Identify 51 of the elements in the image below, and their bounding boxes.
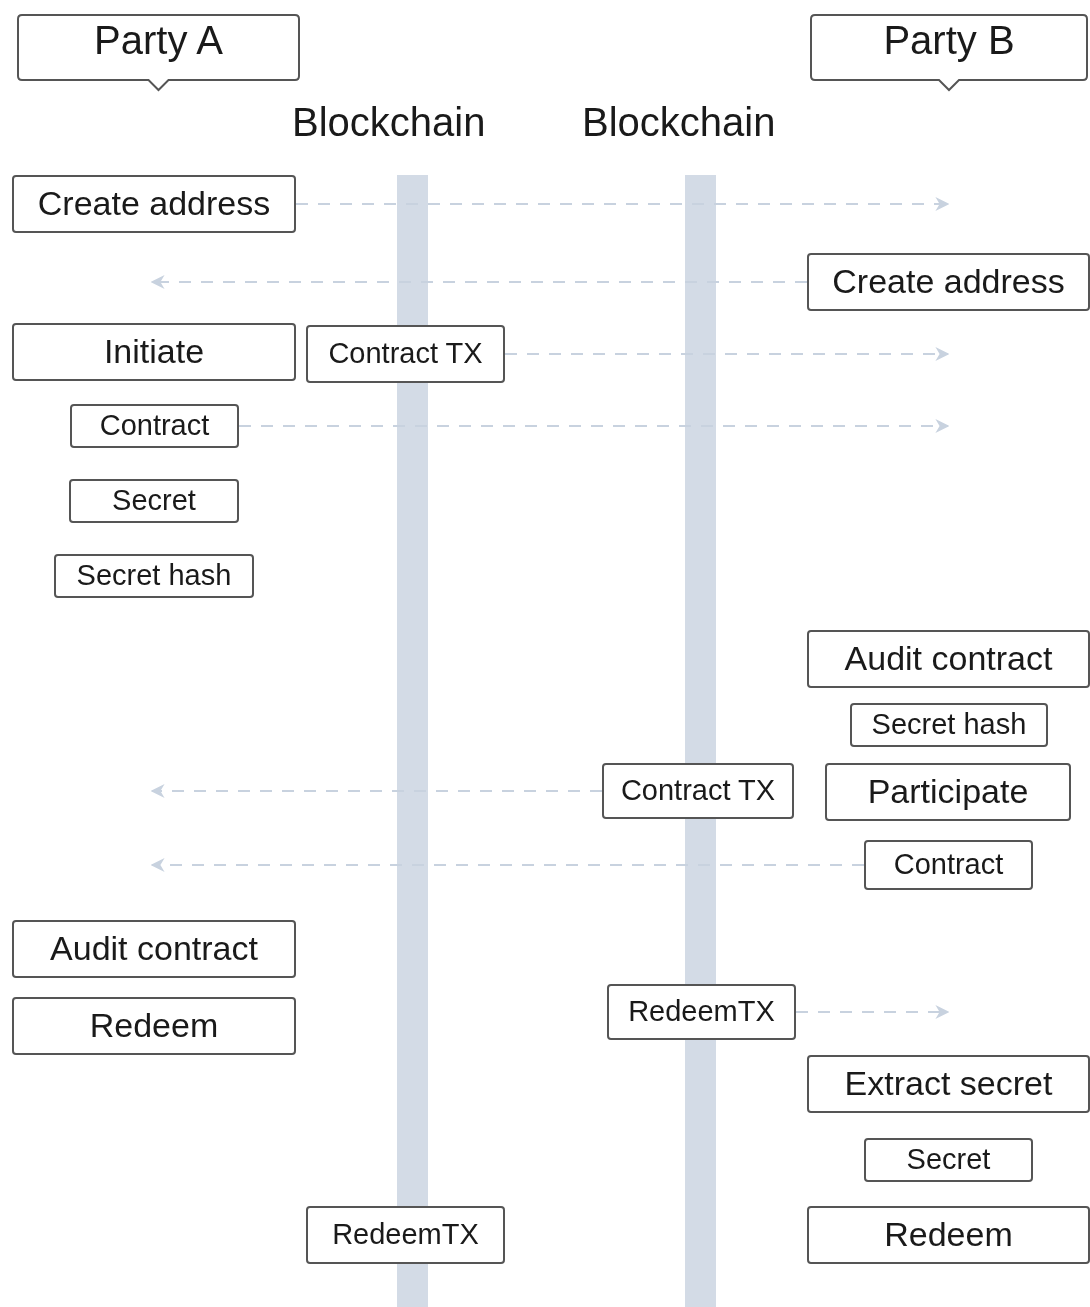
arrow: [795, 1005, 950, 1019]
arrow: [504, 347, 950, 361]
process-box: [825, 763, 1071, 821]
step-label: Contract TX: [328, 338, 483, 370]
process-box: [607, 984, 796, 1040]
step-label: Contract: [893, 849, 1004, 881]
process-box: [807, 1206, 1090, 1264]
step-label: Redeem: [884, 1216, 1013, 1254]
step-label: Extract secret: [844, 1065, 1053, 1103]
step-label: Initiate: [103, 333, 205, 371]
process-box: [807, 1055, 1090, 1113]
process-box: [864, 840, 1033, 890]
step-label: Secret hash: [871, 709, 1027, 741]
step-label: Contract TX: [620, 775, 776, 807]
arrow: [238, 419, 950, 433]
step-label: Redeem: [89, 1007, 219, 1045]
lifeline-label: Blockchain: [292, 100, 486, 144]
process-box: [864, 1138, 1033, 1182]
process-box: [306, 325, 505, 383]
callout-box: [17, 14, 300, 92]
arrow: [150, 275, 808, 289]
arrow: [295, 197, 950, 211]
process-box: [69, 479, 239, 523]
process-box: [807, 253, 1090, 311]
arrow: [150, 858, 865, 872]
party-label: Party B: [883, 18, 1015, 62]
callout-box: [810, 14, 1088, 92]
arrow: [150, 784, 603, 798]
process-box: [306, 1206, 505, 1264]
process-box: [602, 763, 794, 819]
step-label: Create address: [832, 263, 1065, 301]
lifeline-label: Blockchain: [582, 100, 776, 144]
step-label: Secret: [112, 485, 196, 517]
process-box: [12, 323, 296, 381]
process-box: [850, 703, 1048, 747]
party-label: Party A: [94, 18, 223, 62]
step-label: Secret hash: [76, 560, 232, 592]
step-label: Audit contract: [844, 640, 1053, 678]
process-box: [54, 554, 254, 598]
process-box: [12, 920, 296, 978]
step-label: Create address: [37, 185, 271, 223]
step-label: RedeemTX: [332, 1219, 479, 1251]
step-label: RedeemTX: [628, 996, 775, 1028]
step-label: Audit contract: [50, 930, 258, 968]
process-box: [12, 175, 296, 233]
step-label: Contract: [99, 410, 210, 442]
step-label: Participate: [867, 773, 1029, 811]
process-box: [807, 630, 1090, 688]
step-label: Secret: [906, 1144, 991, 1176]
process-box: [12, 997, 296, 1055]
process-box: [70, 404, 239, 448]
